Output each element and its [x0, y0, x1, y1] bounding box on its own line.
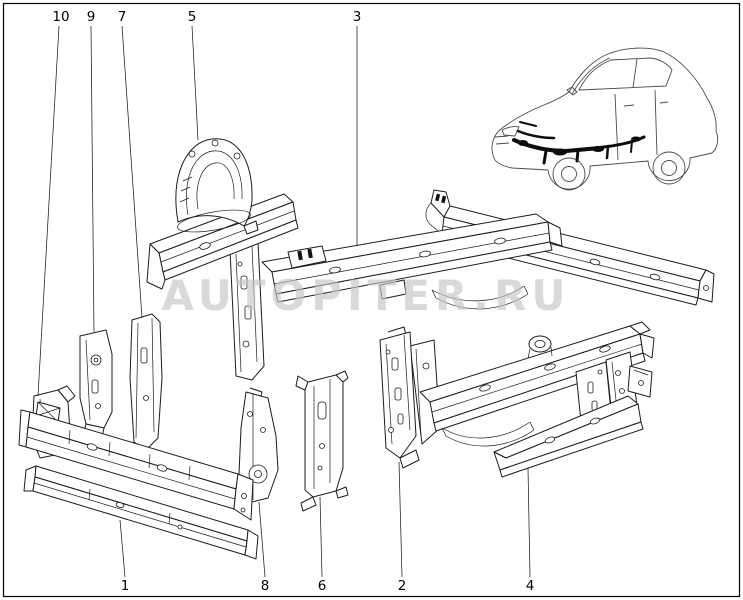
leader-lines: [37, 25, 531, 578]
leader-line-5: [191, 25, 199, 141]
leader-line-10: [37, 25, 60, 397]
part-4-rail-extension-drawing: [493, 351, 653, 478]
part-7-stay-drawing: [121, 313, 163, 460]
part-9-support-bracket-drawing: [79, 329, 113, 438]
part-2-side-member-drawing: [379, 321, 655, 469]
callout-number-4: 4: [526, 578, 535, 594]
leader-line-6: [319, 496, 323, 578]
callout-number-3: 3: [353, 9, 362, 25]
part-5-strut-housing-drawing: [146, 138, 299, 290]
leader-line-2: [398, 461, 403, 578]
callout-number-5: 5: [188, 9, 197, 25]
callout-number-6: 6: [318, 578, 327, 594]
watermark-text: AUTOPITER.RU: [162, 271, 571, 320]
callout-number-8: 8: [261, 578, 270, 594]
leader-line-8: [258, 501, 266, 578]
callout-number-2: 2: [398, 578, 407, 594]
part-1-bumper-beam-drawing: [18, 401, 259, 560]
callout-numbers: 10 9 7 5 3 1 8 6 2 4: [52, 9, 534, 594]
callout-number-9: 9: [87, 9, 96, 25]
callout-number-7: 7: [118, 9, 127, 25]
leader-line-1: [119, 519, 126, 578]
part-6-pillar-bracket-drawing: [295, 370, 349, 512]
rear-wheel: [652, 151, 686, 185]
front-wheel: [552, 157, 586, 191]
leader-line-7: [121, 25, 143, 319]
leader-line-9: [90, 25, 95, 333]
leader-line-4: [527, 467, 531, 578]
highlighted-parts-marks: [512, 121, 646, 165]
car-location-illustration: [491, 47, 719, 191]
callout-number-1: 1: [121, 578, 130, 594]
part-3-side-member-drawing: [229, 213, 563, 381]
part-8-closing-plate-drawing: [238, 387, 279, 504]
callout-number-10: 10: [52, 9, 69, 25]
